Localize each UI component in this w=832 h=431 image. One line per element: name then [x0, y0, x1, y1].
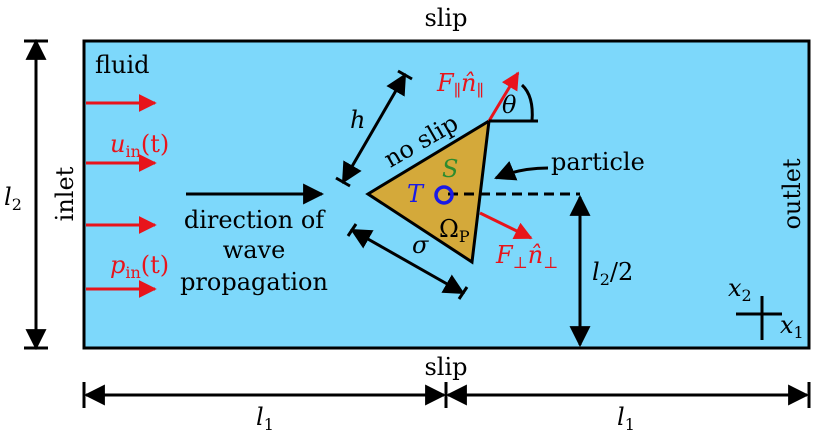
particle-pointer-arrow [494, 161, 549, 181]
slip-top-label: slip [424, 4, 467, 32]
l2-dimension [24, 38, 48, 351]
p-in-label: pin(t) [110, 251, 169, 282]
h-label: h [350, 106, 365, 134]
center-marker [434, 185, 454, 205]
u-in-label: uin(t) [110, 130, 169, 161]
omega-p-label: ΩP [439, 215, 470, 246]
l2-label: l2 [4, 183, 22, 214]
h-dimension [335, 69, 413, 188]
direction-label-line1: direction of [184, 206, 326, 234]
f-perpendicular-arrow [479, 211, 533, 240]
direction-label-line2: wave [223, 236, 286, 264]
fluid-label: fluid [95, 51, 150, 79]
half-l2-label: l2/2 [592, 258, 633, 289]
coordinate-axes [736, 296, 782, 340]
outlet-label: outlet [778, 158, 806, 229]
l1-right-label: l1 [617, 403, 635, 431]
f-parallel-label: F∥n̂∥ [436, 69, 484, 100]
l1-left-label: l1 [256, 403, 274, 431]
f-perpendicular-label: F⊥n̂⊥ [495, 241, 558, 272]
s-label: S [442, 155, 458, 183]
slip-bottom-label: slip [424, 353, 467, 381]
sigma-label: σ [412, 231, 429, 259]
f-parallel-arrow [487, 71, 520, 122]
theta-label: θ [502, 91, 517, 119]
x1-label: x1 [780, 311, 804, 342]
l1-dimension [82, 382, 811, 408]
particle-label: particle [551, 148, 645, 176]
sigma-dimension [346, 223, 469, 300]
theta-arc [520, 83, 534, 122]
t-label: T [407, 180, 425, 208]
x2-label: x2 [728, 274, 752, 305]
particle [365, 118, 491, 265]
inlet-arrows [86, 94, 157, 298]
direction-label-line3: propagation [180, 268, 328, 296]
inlet-label: inlet [51, 166, 79, 221]
